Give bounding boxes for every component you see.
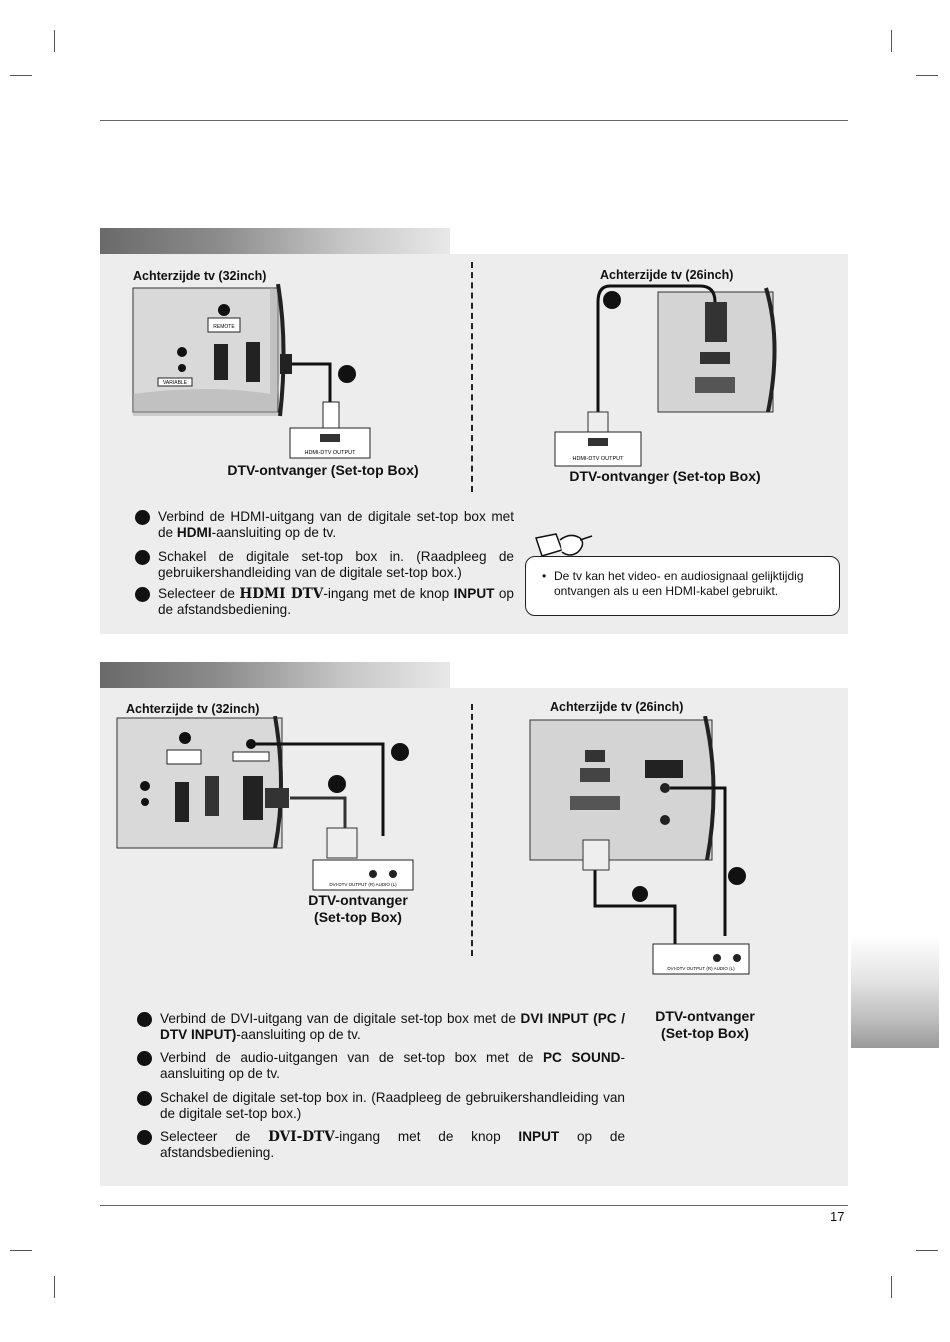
rear-32-label: Achterzijde tv (32inch) — [133, 269, 267, 283]
crop-mark — [54, 1276, 55, 1298]
dvi-section: Achterzijde tv (32inch) Achterzijde tv (… — [100, 662, 848, 1186]
device-left-line1: DTV-ontvanger — [308, 892, 408, 908]
divider — [471, 704, 473, 956]
device-left-label: DTV-ontvanger (Set-top Box) — [227, 462, 419, 478]
crop-mark — [54, 30, 55, 52]
crop-mark — [916, 1250, 938, 1251]
crop-mark — [891, 30, 892, 52]
svg-text:HDMI-DTV OUTPUT: HDMI-DTV OUTPUT — [572, 456, 624, 462]
rear-26-label: Achterzijde tv (26inch) — [550, 700, 684, 714]
section2-step-4: Selecteer de DVI-DTV-ingang met de knop … — [137, 1129, 625, 1161]
note-box: •De tv kan het video- en audiosignaal ge… — [525, 556, 840, 616]
hdmi-section: Achterzijde tv (32inch) Achterzijde tv (… — [100, 228, 848, 634]
svg-text:DVI-DTV OUTPUT (R) AUDIO (L): DVI-DTV OUTPUT (R) AUDIO (L) — [667, 966, 735, 971]
crop-mark — [891, 1276, 892, 1298]
section-header-bar — [100, 228, 450, 254]
device-right-line1: DTV-ontvanger — [655, 1008, 755, 1024]
device-right-label: DTV-ontvanger (Set-top Box) — [569, 468, 761, 484]
crop-mark — [10, 75, 32, 76]
section2-step-3: Schakel de digitale set-top box in. (Raa… — [137, 1090, 625, 1122]
rear-26-label: Achterzijde tv (26inch) — [600, 268, 734, 282]
chapter-tab — [851, 935, 939, 1048]
section2-step-1: Verbind de DVI-uitgang van de digitale s… — [137, 1011, 625, 1043]
tv-rear-26-illustration: HDMI-DTV OUTPUT — [554, 284, 777, 467]
crop-mark — [10, 1250, 32, 1251]
section1-step-2: Schakel de digitale set-top box in. (Raa… — [135, 549, 514, 581]
svg-text:REMOTE: REMOTE — [213, 324, 235, 330]
footer-rule — [100, 1205, 848, 1206]
svg-text:DVI-DTV OUTPUT (R) AUDIO (L): DVI-DTV OUTPUT (R) AUDIO (L) — [329, 882, 397, 887]
device-right-line2: (Set-top Box) — [661, 1025, 749, 1041]
divider — [471, 262, 473, 492]
svg-text:HDMI-DTV OUTPUT: HDMI-DTV OUTPUT — [304, 450, 356, 456]
device-left-label: DTV-ontvanger (Set-top Box) — [288, 892, 428, 926]
crop-mark — [916, 75, 938, 76]
section1-step-1: Verbind de HDMI-uitgang van de digitale … — [135, 509, 514, 541]
header-rule — [100, 120, 848, 121]
tv-rear-32-illustration: DVI-DTV OUTPUT (R) AUDIO (L) — [116, 716, 414, 891]
device-right-label: DTV-ontvanger (Set-top Box) — [635, 1008, 775, 1042]
page-number: 17 — [830, 1209, 845, 1224]
svg-text:VARIABLE: VARIABLE — [163, 380, 188, 386]
section-header-bar — [100, 662, 450, 688]
section2-step-2: Verbind de audio-uitgangen van de set-to… — [137, 1050, 625, 1082]
tv-rear-26-illustration: DVI-DTV OUTPUT (R) AUDIO (L) — [529, 716, 750, 975]
tv-rear-32-illustration: HDMI-DTV OUTPUT REMOTE VARIABLE — [132, 284, 371, 459]
device-left-line2: (Set-top Box) — [314, 909, 402, 925]
note-hand-icon — [535, 533, 593, 557]
rear-32-label: Achterzijde tv (32inch) — [126, 702, 260, 716]
section1-step-3: Selecteer de HDMI DTV-ingang met de knop… — [135, 586, 514, 618]
